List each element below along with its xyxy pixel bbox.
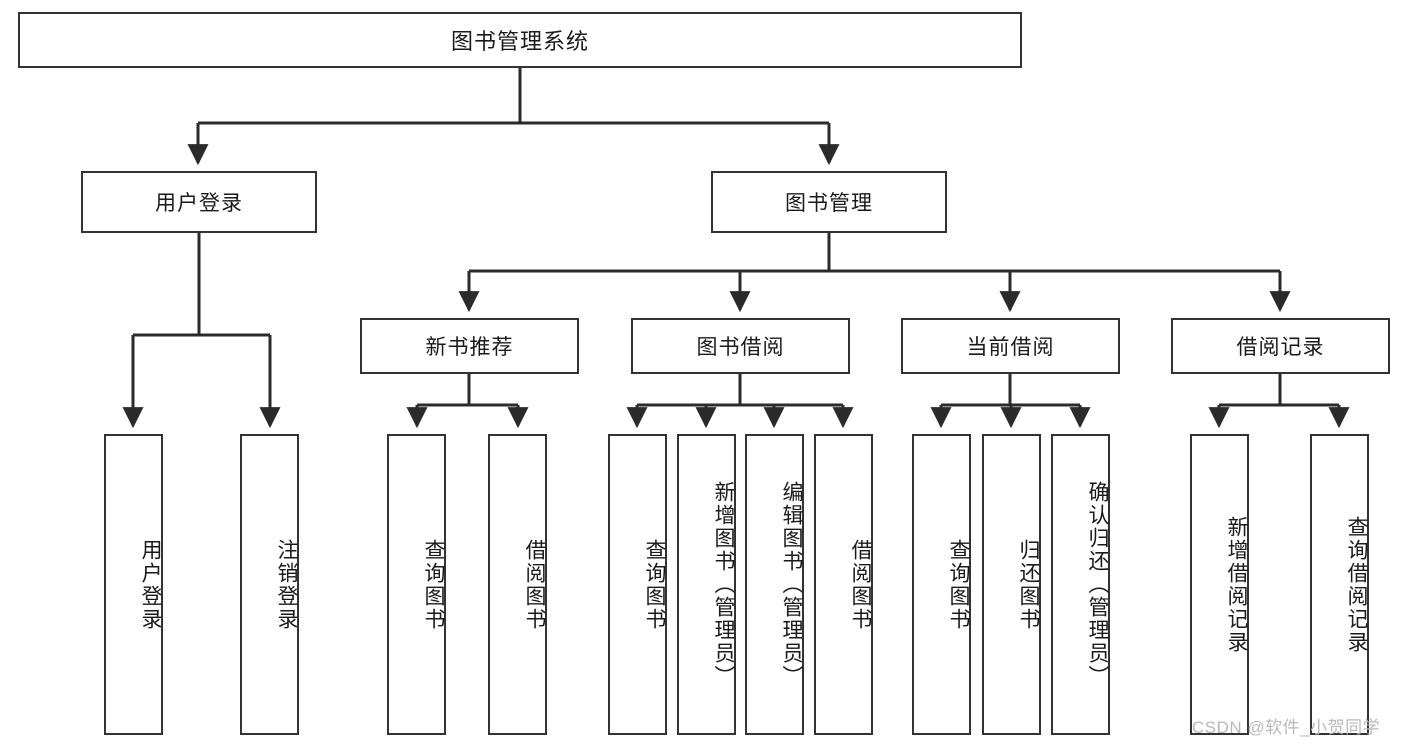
leaf-query-book-borrow[interactable]: 查询图书	[608, 434, 667, 735]
node-user-login[interactable]: 用户登录	[81, 171, 317, 233]
watermark: CSDN @软件_小贺同学	[1192, 718, 1381, 737]
node-root[interactable]: 图书管理系统	[18, 12, 1022, 68]
node-borrow-record[interactable]: 借阅记录	[1171, 318, 1390, 374]
leaf-query-book-new[interactable]: 查询图书	[387, 434, 446, 735]
node-current-borrow[interactable]: 当前借阅	[901, 318, 1120, 374]
node-book-borrow[interactable]: 图书借阅	[631, 318, 850, 374]
leaf-user-login[interactable]: 用户登录	[104, 434, 163, 735]
leaf-query-borrow-record[interactable]: 查询借阅记录	[1310, 434, 1369, 735]
node-new-book-recommend[interactable]: 新书推荐	[360, 318, 579, 374]
leaf-confirm-return-admin[interactable]: 确认归还（管理员）	[1051, 434, 1110, 735]
leaf-borrow-book-new[interactable]: 借阅图书	[488, 434, 547, 735]
leaf-edit-book-admin[interactable]: 编辑图书（管理员）	[745, 434, 804, 735]
leaf-add-book-admin[interactable]: 新增图书（管理员）	[677, 434, 736, 735]
leaf-query-book-current[interactable]: 查询图书	[912, 434, 971, 735]
leaf-logout-login[interactable]: 注销登录	[240, 434, 299, 735]
leaf-borrow-book[interactable]: 借阅图书	[814, 434, 873, 735]
node-book-management[interactable]: 图书管理	[711, 171, 947, 233]
leaf-add-borrow-record[interactable]: 新增借阅记录	[1190, 434, 1249, 735]
leaf-return-book[interactable]: 归还图书	[982, 434, 1041, 735]
